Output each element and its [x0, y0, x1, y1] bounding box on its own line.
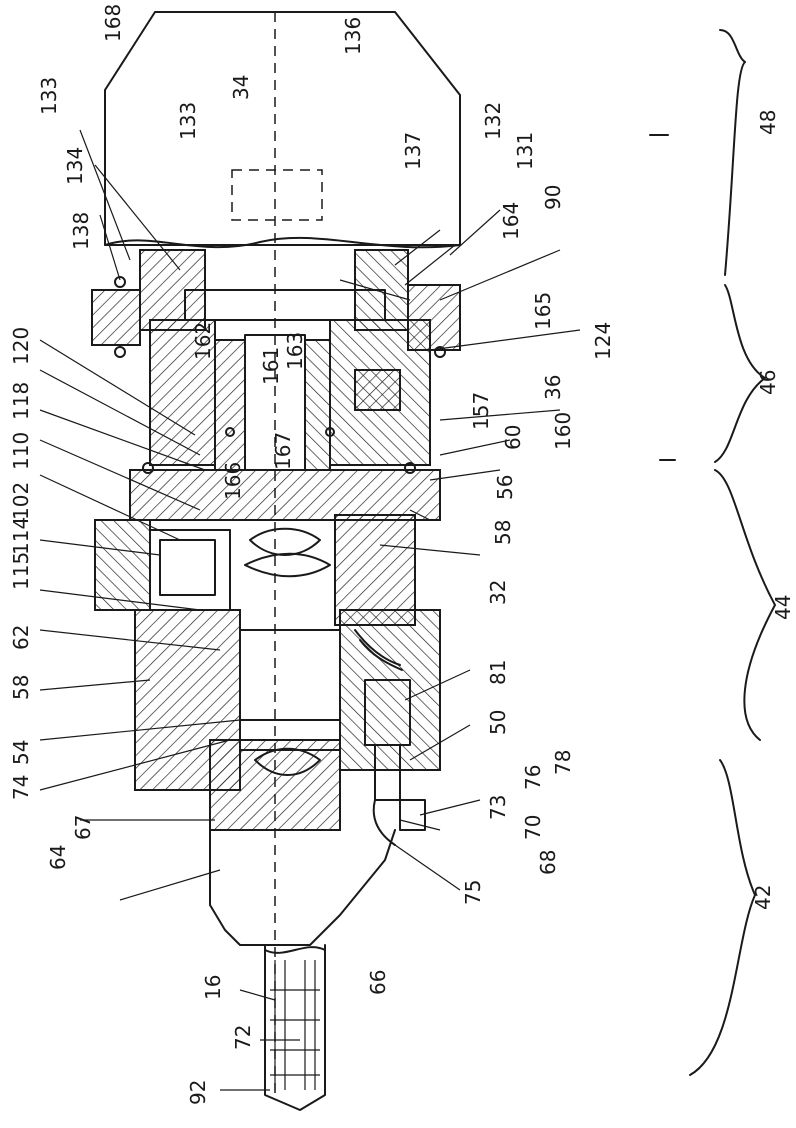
ref-73: 73: [486, 795, 510, 820]
ref-164: 164: [499, 202, 523, 240]
ref-74: 74: [9, 775, 33, 800]
ref-56: 56: [493, 475, 517, 500]
ref-81: 81: [486, 660, 510, 685]
ref-66: 66: [366, 970, 390, 995]
ref-16: 16: [201, 975, 225, 1000]
ref-157: 157: [469, 392, 493, 430]
ref-58-right: 58: [491, 520, 515, 545]
ref-68: 68: [536, 850, 560, 875]
ref-114: 114: [9, 517, 33, 555]
ref-90: 90: [541, 185, 565, 210]
ref-133-top: 133: [37, 77, 61, 115]
section-braces: [650, 30, 775, 1075]
ref-32: 32: [486, 580, 510, 605]
ref-134: 134: [63, 147, 87, 185]
ref-118: 118: [9, 382, 33, 420]
ref-70: 70: [521, 815, 545, 840]
ref-50: 50: [486, 710, 510, 735]
ref-133-mid: 133: [176, 102, 200, 140]
ref-115: 115: [9, 552, 33, 590]
ref-36: 36: [541, 375, 565, 400]
lens-section: [95, 470, 440, 625]
cable: [265, 945, 325, 1110]
ref-124: 124: [591, 322, 615, 360]
ref-137: 137: [401, 132, 425, 170]
ref-165: 165: [531, 292, 555, 330]
ref-166: 166: [221, 462, 245, 500]
ref-138: 138: [69, 212, 93, 250]
ref-44: 44: [771, 595, 795, 620]
ref-102: 102: [9, 482, 33, 520]
ref-75: 75: [461, 880, 485, 905]
ref-161: 161: [259, 347, 283, 385]
ref-42: 42: [751, 885, 775, 910]
ref-54: 54: [9, 740, 33, 765]
ref-62: 62: [9, 625, 33, 650]
ref-72: 72: [231, 1025, 255, 1050]
ref-58-left: 58: [9, 675, 33, 700]
ref-76: 76: [521, 765, 545, 790]
ref-48: 48: [756, 110, 780, 135]
ref-34: 34: [229, 75, 253, 100]
ref-168: 168: [101, 4, 125, 42]
ref-160: 160: [551, 412, 575, 450]
ref-46: 46: [756, 370, 780, 395]
ref-120: 120: [9, 327, 33, 365]
ref-64: 64: [46, 845, 70, 870]
ref-60: 60: [501, 425, 525, 450]
ref-67: 67: [71, 815, 95, 840]
ref-110: 110: [9, 432, 33, 470]
ref-78: 78: [551, 750, 575, 775]
ref-136: 136: [341, 17, 365, 55]
ref-132: 132: [481, 102, 505, 140]
ref-92: 92: [186, 1080, 210, 1105]
ref-167: 167: [271, 432, 295, 470]
ref-162: 162: [191, 322, 215, 360]
ref-163: 163: [283, 332, 307, 370]
ref-131: 131: [513, 132, 537, 170]
